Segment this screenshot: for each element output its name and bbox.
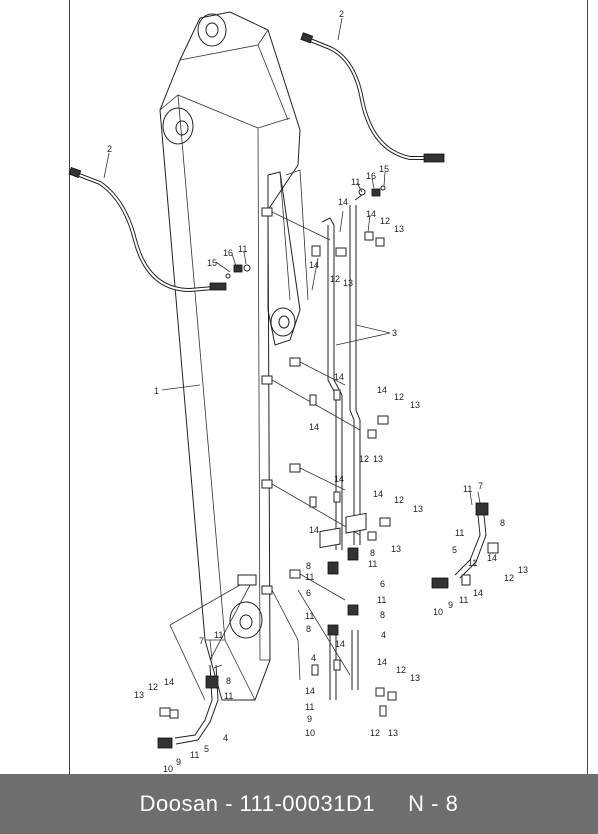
callout-13h: 13 <box>410 673 420 683</box>
callout-12c: 12 <box>394 392 404 402</box>
left-lower-assembly <box>157 664 219 749</box>
callout-9c: 9 <box>176 757 181 767</box>
callout-5a: 5 <box>452 545 457 555</box>
callout-8f: 8 <box>226 676 231 686</box>
callout-11h: 11 <box>368 559 377 569</box>
callout-12b: 12 <box>330 274 340 284</box>
callout-12d: 12 <box>359 454 369 464</box>
callout-2a: 2 <box>339 9 344 19</box>
callout-14h: 14 <box>373 489 383 499</box>
callout-2b: 2 <box>107 144 112 154</box>
callout-10c: 10 <box>163 764 173 774</box>
callout-13c: 13 <box>410 400 420 410</box>
callout-9a: 9 <box>448 600 453 610</box>
footer-bar: Doosan - 111-00031D1 N - 8 <box>0 774 598 834</box>
callout-5b: 5 <box>204 744 209 754</box>
callout-11n: 11 <box>190 750 199 760</box>
callout-6b: 6 <box>380 579 385 589</box>
valve-blocks <box>319 512 367 636</box>
callout-11g: 11 <box>305 572 314 582</box>
callout-4c: 4 <box>223 733 228 743</box>
callout-14b: 14 <box>366 209 376 219</box>
footer-part-number: 111-00031D1 <box>239 791 376 816</box>
callout-11c: 11 <box>463 484 472 494</box>
diagram-frame <box>69 0 588 774</box>
callout-4b: 4 <box>311 653 316 663</box>
leader-lines <box>103 17 481 669</box>
callout-12h: 12 <box>370 728 380 738</box>
callout-15a: 15 <box>207 258 217 268</box>
callout-11e: 11 <box>468 558 477 568</box>
callout-13b: 13 <box>343 278 353 288</box>
callout-11j: 11 <box>377 595 386 605</box>
callout-4a: 4 <box>381 630 386 640</box>
callout-11b: 11 <box>351 177 360 187</box>
callout-14i: 14 <box>309 525 319 535</box>
callout-7b: 7 <box>199 636 204 646</box>
callout-12e: 12 <box>394 495 404 505</box>
callout-labels: 2 2 1 3 15 16 11 11 16 15 14 14 12 13 14… <box>107 9 528 774</box>
callout-14n: 14 <box>305 686 315 696</box>
callout-14g: 14 <box>334 474 344 484</box>
callout-13j: 13 <box>134 690 144 700</box>
callout-13a: 13 <box>394 224 404 234</box>
callout-14o: 14 <box>164 677 174 687</box>
callout-14a: 14 <box>338 197 348 207</box>
footer-page-ref: N - 8 <box>408 791 459 816</box>
callout-8a: 8 <box>306 561 311 571</box>
callout-9b: 9 <box>307 714 312 724</box>
boom-body <box>159 11 309 701</box>
callout-13g: 13 <box>518 565 528 575</box>
callout-16b: 16 <box>366 171 376 181</box>
callout-12i: 12 <box>148 682 158 692</box>
callout-14m: 14 <box>377 657 387 667</box>
callout-11d: 11 <box>455 528 464 538</box>
callout-13d: 13 <box>373 454 383 464</box>
callout-12f: 12 <box>504 573 514 583</box>
callout-10b: 10 <box>305 728 315 738</box>
callout-11a: 11 <box>238 244 247 254</box>
callout-8b: 8 <box>370 548 375 558</box>
callout-13f: 13 <box>391 544 401 554</box>
callout-11m: 11 <box>224 691 233 701</box>
pipes-3 <box>321 194 363 550</box>
callout-10a: 10 <box>433 607 443 617</box>
callout-8d: 8 <box>306 624 311 634</box>
callout-14d: 14 <box>334 372 344 382</box>
callout-8c: 8 <box>500 518 505 528</box>
footer-brand: Doosan <box>139 791 219 816</box>
hose-right <box>300 32 445 163</box>
callout-14j: 14 <box>487 553 497 563</box>
callout-14l: 14 <box>335 639 345 649</box>
footer-separator: - <box>218 791 240 816</box>
callout-7a: 7 <box>478 481 483 491</box>
clamp-parts <box>309 231 397 717</box>
callout-13i: 13 <box>388 728 398 738</box>
callout-3: 3 <box>392 328 397 338</box>
callout-8e: 8 <box>380 610 385 620</box>
callout-11f: 11 <box>459 595 468 605</box>
callout-11k: 11 <box>305 702 314 712</box>
footer-spacer <box>375 791 408 817</box>
callout-16a: 16 <box>223 248 233 258</box>
callout-11i: 11 <box>305 611 314 621</box>
callout-14c: 14 <box>309 260 319 270</box>
callout-13e: 13 <box>413 504 423 514</box>
hose-left <box>68 166 227 293</box>
parts-diagram: 2 2 1 3 15 16 11 11 16 15 14 14 12 13 14… <box>68 9 528 774</box>
callout-6a: 6 <box>306 588 311 598</box>
callout-12g: 12 <box>396 665 406 675</box>
callout-12a: 12 <box>380 216 390 226</box>
right-assembly <box>431 502 499 589</box>
callout-1: 1 <box>154 386 159 396</box>
callout-14e: 14 <box>377 385 387 395</box>
callout-15b: 15 <box>379 164 389 174</box>
callout-14k: 14 <box>473 588 483 598</box>
callout-11l: 11 <box>214 630 223 640</box>
callout-14f: 14 <box>309 422 319 432</box>
